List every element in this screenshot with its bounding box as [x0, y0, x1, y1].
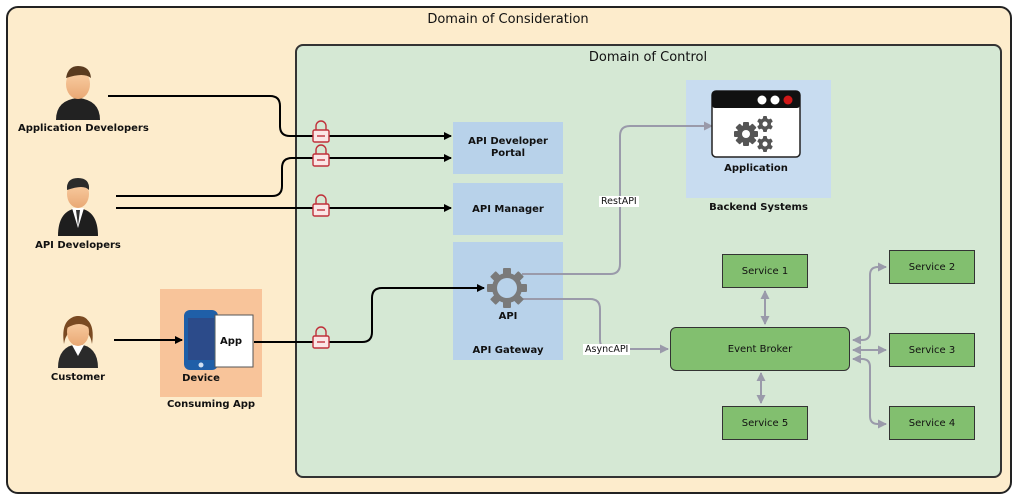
api-developer-icon: [58, 178, 98, 236]
rest-api-label: RestAPI: [599, 196, 639, 207]
edge-apidev-portal: [116, 154, 452, 197]
async-api-label: AsyncAPI: [583, 344, 631, 355]
phone-icon: [184, 310, 218, 370]
api-gateway-label: API Gateway: [472, 345, 544, 356]
domain-of-consideration-title: Domain of Consideration: [427, 12, 589, 27]
application-window-icon: [711, 90, 801, 158]
edge-broker-s4: [852, 354, 887, 429]
backend-systems-label: Backend Systems: [709, 202, 808, 213]
service-1[interactable]: Service 1: [722, 254, 808, 288]
service-5[interactable]: Service 5: [722, 406, 808, 440]
lock-icon: [312, 120, 330, 143]
device-label: Device: [182, 373, 220, 384]
service-3[interactable]: Service 3: [889, 333, 975, 367]
application-label: Application: [724, 163, 788, 174]
event-broker[interactable]: Event Broker: [670, 327, 850, 371]
application-developers-label: Application Developers: [18, 123, 149, 134]
api-developers-label: API Developers: [35, 240, 121, 251]
edge-broker-s2: [852, 262, 887, 345]
service-2[interactable]: Service 2: [889, 250, 975, 284]
edge-async: [522, 298, 669, 354]
lock-icon: [312, 194, 330, 217]
application-developer-icon: [56, 66, 100, 120]
api-manager[interactable]: API Manager: [453, 183, 563, 235]
edge-appdev-portal: [108, 95, 452, 140]
domain-of-control-title: Domain of Control: [588, 50, 708, 65]
lock-icon: [312, 144, 330, 167]
api-developer-portal[interactable]: API Developer Portal: [453, 122, 563, 174]
api-label: API: [498, 311, 518, 322]
app-icon-box: [214, 314, 254, 368]
lock-icon: [312, 326, 330, 349]
consuming-app-label: Consuming App: [166, 399, 256, 410]
app-label: App: [220, 336, 243, 347]
edge-app-gateway: [254, 284, 485, 343]
gear-icon: [487, 268, 527, 308]
customer-label: Customer: [50, 372, 106, 383]
service-4[interactable]: Service 4: [889, 406, 975, 440]
customer-icon: [58, 316, 98, 368]
